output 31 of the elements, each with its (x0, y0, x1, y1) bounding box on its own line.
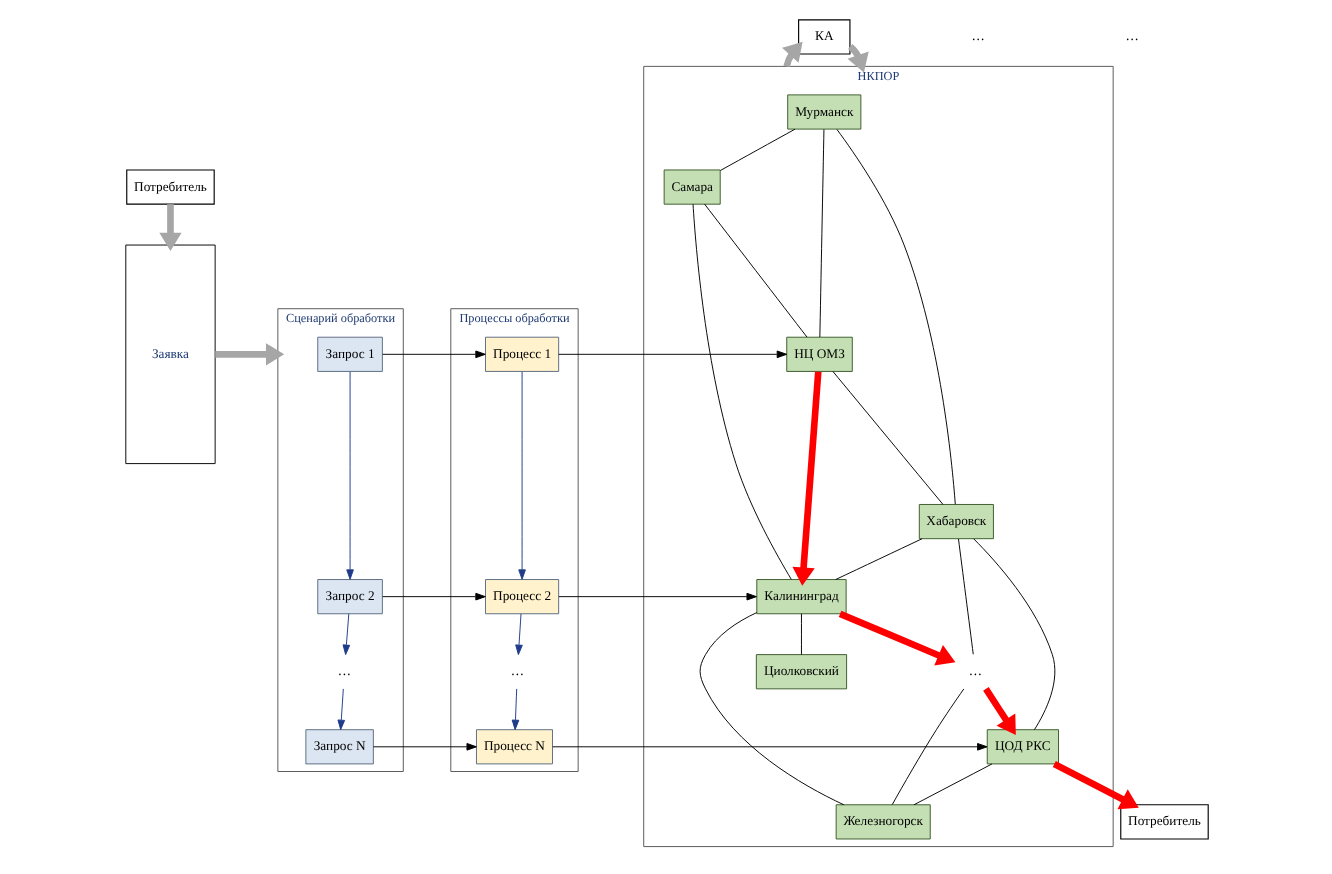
arrow (1051, 761, 1138, 810)
connector (890, 688, 964, 806)
connector (691, 203, 791, 580)
arrow (517, 371, 525, 580)
arrow (336, 688, 345, 731)
arrow (371, 743, 476, 751)
connector (957, 538, 973, 655)
connector (818, 129, 824, 338)
arrow (341, 613, 350, 656)
arrow (510, 688, 519, 731)
arrow (557, 350, 787, 359)
connector (719, 128, 795, 171)
arrow (837, 610, 955, 666)
arrow (381, 350, 485, 359)
connector (831, 370, 943, 505)
connector (698, 612, 844, 806)
arrow (345, 371, 353, 580)
arrow (557, 592, 756, 601)
connector (703, 203, 807, 338)
arrow (381, 592, 485, 601)
connector (912, 763, 992, 806)
arrow (791, 371, 821, 586)
arrow (214, 343, 284, 366)
connector (834, 538, 922, 580)
arrow (982, 687, 1015, 735)
connector (835, 128, 955, 505)
connector (800, 613, 801, 656)
arrow (551, 743, 987, 751)
connector (972, 538, 1055, 731)
arrow (514, 613, 522, 656)
arrow (158, 204, 181, 252)
